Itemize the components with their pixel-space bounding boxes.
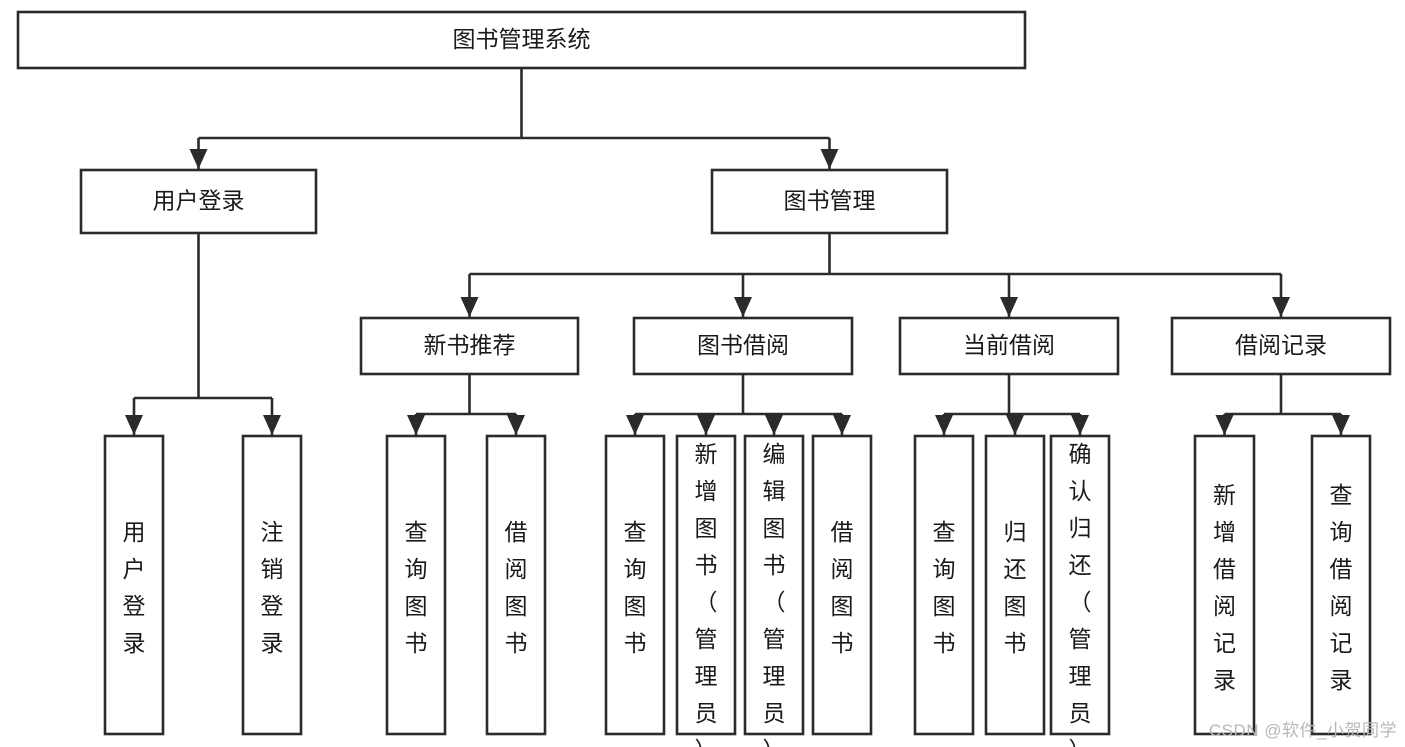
arrow-head-icon (1272, 297, 1290, 317)
node-leaf-logout-box[interactable] (241, 434, 303, 736)
node-new-book-recommend-label: 新书推荐 (424, 332, 516, 358)
node-root[interactable]: 图书管理系统 (16, 10, 1027, 70)
node-new-book-recommend-box[interactable] (359, 316, 580, 376)
node-leaf-query-borrow-record-label: 查询借阅记录 (1330, 482, 1353, 693)
node-leaf-query-book-rec-box[interactable] (385, 434, 447, 736)
node-leaf-borrow-book-rec-label: 借阅图书 (505, 519, 528, 656)
node-leaf-borrow-book-label: 借阅图书 (831, 519, 854, 656)
node-leaf-user-login-box[interactable] (103, 434, 165, 736)
node-leaf-query-book-current-box[interactable] (913, 434, 975, 736)
node-leaf-edit-book-admin[interactable]: 编辑图书（管理员） (743, 434, 805, 747)
node-leaf-logout[interactable]: 注销登录 (241, 434, 303, 736)
node-root-box[interactable] (16, 10, 1027, 70)
node-leaf-add-borrow-record[interactable]: 新增借阅记录 (1193, 434, 1256, 736)
arrow-head-icon (734, 297, 752, 317)
node-user-login-box[interactable] (79, 168, 318, 235)
node-leaf-query-book-current[interactable]: 查询图书 (913, 434, 975, 736)
arrow-head-icon (125, 415, 143, 435)
node-leaf-add-book-admin-label: 新增图书（管理员） (695, 441, 718, 747)
arrow-head-icon (1071, 415, 1089, 435)
arrow-head-icon (935, 415, 953, 435)
node-leaf-borrow-book-rec-box[interactable] (485, 434, 547, 736)
node-book-manage[interactable]: 图书管理 (710, 168, 949, 235)
node-leaf-query-book-borrow[interactable]: 查询图书 (604, 434, 666, 736)
node-leaf-edit-book-admin-box[interactable] (743, 434, 805, 736)
node-leaf-add-book-admin-box[interactable] (675, 434, 737, 736)
node-leaf-logout-label: 注销登录 (261, 519, 284, 656)
node-leaf-query-borrow-record-box[interactable] (1310, 434, 1372, 736)
node-leaf-add-book-admin[interactable]: 新增图书（管理员） (675, 434, 737, 747)
node-current-borrow[interactable]: 当前借阅 (898, 316, 1120, 376)
node-leaf-query-book-borrow-label: 查询图书 (624, 519, 647, 656)
node-user-login-label: 用户登录 (153, 188, 245, 214)
node-leaf-edit-book-admin-label: 编辑图书（管理员） (763, 441, 786, 747)
node-user-login[interactable]: 用户登录 (79, 168, 318, 235)
node-leaf-borrow-book[interactable]: 借阅图书 (811, 434, 873, 736)
watermark-text: CSDN @软件_小贺同学 (1208, 721, 1397, 740)
arrow-head-icon (263, 415, 281, 435)
arrow-head-icon (1332, 415, 1350, 435)
node-layer: 图书管理系统用户登录图书管理新书推荐图书借阅当前借阅借阅记录用户登录注销登录查询… (16, 10, 1392, 747)
node-leaf-user-login[interactable]: 用户登录 (103, 434, 165, 736)
arrow-head-icon (1006, 415, 1024, 435)
arrow-head-icon (765, 415, 783, 435)
node-book-borrow-box[interactable] (632, 316, 854, 376)
node-leaf-query-book-rec[interactable]: 查询图书 (385, 434, 447, 736)
arrow-head-icon (833, 415, 851, 435)
node-book-manage-box[interactable] (710, 168, 949, 235)
arrow-head-icon (626, 415, 644, 435)
node-leaf-query-book-borrow-box[interactable] (604, 434, 666, 736)
node-leaf-confirm-return-admin-box[interactable] (1049, 434, 1111, 736)
node-book-borrow[interactable]: 图书借阅 (632, 316, 854, 376)
node-leaf-return-book[interactable]: 归还图书 (984, 434, 1046, 736)
node-leaf-add-borrow-record-label: 新增借阅记录 (1213, 482, 1236, 693)
arrow-head-icon (820, 149, 839, 169)
node-leaf-confirm-return-admin-label: 确认归还（管理员） (1069, 441, 1092, 747)
node-leaf-query-book-rec-label: 查询图书 (405, 519, 428, 656)
node-leaf-confirm-return-admin[interactable]: 确认归还（管理员） (1049, 434, 1111, 747)
node-current-borrow-box[interactable] (898, 316, 1120, 376)
arrow-head-icon (407, 415, 425, 435)
connector-layer (125, 68, 1350, 435)
node-leaf-borrow-book-box[interactable] (811, 434, 873, 736)
node-book-manage-label: 图书管理 (784, 188, 876, 214)
node-book-borrow-label: 图书借阅 (697, 332, 789, 358)
node-new-book-recommend[interactable]: 新书推荐 (359, 316, 580, 376)
node-leaf-return-book-label: 归还图书 (1004, 519, 1027, 656)
node-borrow-record-box[interactable] (1170, 316, 1392, 376)
node-current-borrow-label: 当前借阅 (963, 332, 1055, 358)
arrow-head-icon (189, 149, 208, 169)
node-root-label: 图书管理系统 (453, 26, 591, 52)
node-leaf-query-borrow-record[interactable]: 查询借阅记录 (1310, 434, 1372, 736)
arrow-head-icon (697, 415, 715, 435)
node-leaf-query-book-current-label: 查询图书 (933, 519, 956, 656)
arrow-head-icon (1215, 415, 1234, 435)
node-leaf-return-book-box[interactable] (984, 434, 1046, 736)
arrow-head-icon (1000, 297, 1018, 317)
arrow-head-icon (507, 415, 525, 435)
node-leaf-user-login-label: 用户登录 (123, 519, 146, 656)
node-leaf-borrow-book-rec[interactable]: 借阅图书 (485, 434, 547, 736)
node-borrow-record-label: 借阅记录 (1235, 332, 1327, 358)
node-leaf-add-borrow-record-box[interactable] (1193, 434, 1256, 736)
arrow-head-icon (460, 297, 479, 317)
node-borrow-record[interactable]: 借阅记录 (1170, 316, 1392, 376)
